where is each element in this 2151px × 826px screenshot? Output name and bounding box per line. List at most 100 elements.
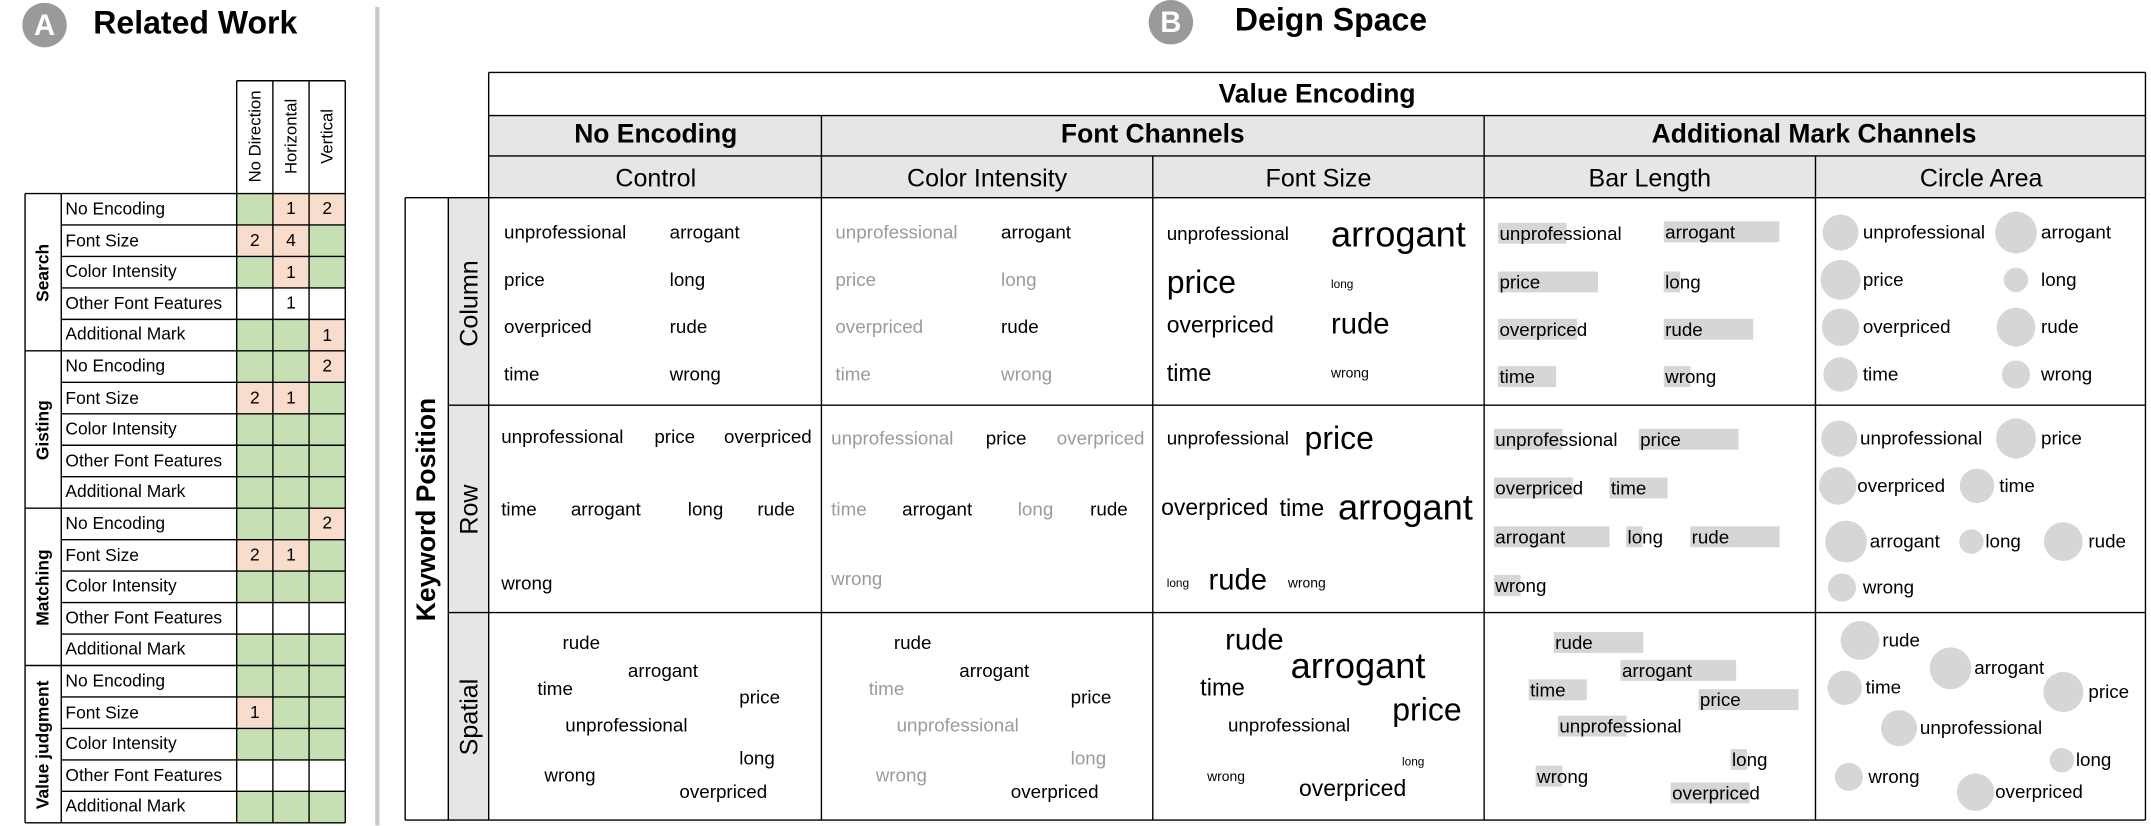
related-work-cell-fill [272, 445, 310, 477]
keyword-long: long [1330, 276, 1354, 291]
related-work-cell-fill [272, 382, 310, 414]
related-work-cell-search-horizontal: 1 [286, 293, 296, 314]
keyword-overpriced: overpriced [723, 426, 812, 448]
keyword-arrogant: arrogant [1621, 660, 1692, 682]
keyword-rude: rude [2041, 316, 2079, 338]
related-work-cell-fill [309, 256, 346, 288]
encoding-circle-area: Circle Area [1919, 164, 2043, 193]
bar-price [1698, 689, 1799, 711]
related-work-cell-fill [272, 602, 310, 635]
related-work-cell-fill [272, 256, 310, 288]
related-work-cell-fill [309, 634, 346, 666]
keyword-arrogant: arrogant [1974, 657, 2045, 679]
bar-long [1663, 271, 1681, 293]
related-work-cell-fill [309, 287, 346, 320]
bar-price [1498, 271, 1598, 293]
related-work-cell-fill [236, 728, 273, 760]
related-work-cell-fill [309, 728, 346, 760]
bar-time [1528, 679, 1587, 701]
related-work-cell-fill [272, 634, 310, 666]
keyword-price: price [835, 269, 877, 290]
section-a-title: Related Work [93, 4, 298, 41]
related-work-row-label: Other Font Features [65, 293, 223, 313]
encoding-color-intensity: Color Intensity [907, 164, 1068, 193]
related-work-cell-fill [309, 413, 346, 446]
category-additional-mark-channels: Additional Mark Channels [1651, 120, 1977, 150]
keyword-arrogant: arrogant [2041, 221, 2112, 243]
circle-long [1959, 529, 1984, 554]
related-work-row-label: Additional Mark [65, 482, 186, 502]
keyword-unprofessional: unprofessional [1166, 427, 1289, 449]
related-work-task-gisting: Gisting [33, 399, 53, 460]
keyword-wrong: wrong [1330, 366, 1369, 382]
related-work-cell-search-horizontal: 4 [286, 230, 296, 251]
keyword-arrogant: arrogant [959, 660, 1030, 682]
section-b-badge: B [1148, 0, 1194, 45]
related-work-row-label: Other Font Features [65, 608, 223, 628]
keyword-unprofessional: unprofessional [1862, 221, 1986, 243]
related-work-task-matching: Matching [33, 548, 53, 626]
bar-arrogant [1493, 526, 1610, 548]
keyword-unprofessional: unprofessional [1499, 223, 1622, 244]
keyword-time: time [831, 498, 867, 520]
related-work-cell-fill [236, 571, 273, 603]
related-work-cell-fill [309, 445, 346, 477]
keyword-long: long [1731, 749, 1768, 771]
encoding-bar-length: Bar Length [1588, 164, 1712, 193]
keyword-wrong: wrong [1868, 766, 1920, 787]
keyword-long: long [1627, 526, 1664, 548]
related-work-row-label: No Encoding [65, 356, 166, 376]
related-work-row-label: Additional Mark [65, 796, 186, 817]
circle-price [1995, 418, 2036, 459]
related-work-row-label: No Encoding [65, 199, 166, 219]
keyword-wrong: wrong [1665, 366, 1717, 388]
related-work-cell-fill [272, 193, 310, 225]
related-work-row-label: Additional Mark [65, 639, 186, 660]
bar-wrong [1663, 366, 1691, 388]
related-work-cell-fill [236, 508, 273, 540]
keyword-overpriced: overpriced [1995, 781, 2083, 803]
related-work-cell-fill [236, 634, 273, 666]
keyword-overpriced: overpriced [1056, 427, 1145, 449]
keyword-arrogant: arrogant [1665, 221, 1736, 243]
encoding-control: Control [615, 164, 697, 193]
circle-arrogant [1825, 520, 1868, 563]
circle-overpriced [1956, 773, 1995, 811]
keyword-rude: rude [1208, 564, 1267, 597]
keyword-arrogant: arrogant [627, 660, 698, 682]
related-work-row-label: Color Intensity [65, 733, 177, 754]
related-work-cell-fill [309, 665, 346, 697]
circle-arrogant [1929, 647, 1972, 690]
circle-long [2049, 747, 2075, 773]
keyword-price: price [1070, 686, 1112, 708]
circle-long [2003, 267, 2029, 293]
related-work-row-label: Color Intensity [65, 419, 177, 439]
related-work-cell-fill [236, 350, 273, 383]
related-work-cell-fill [309, 350, 346, 383]
keyword-overpriced: overpriced [503, 316, 592, 338]
related-work-cell-fill [309, 319, 346, 351]
related-work-cell-fill [272, 791, 310, 823]
related-work-cell-fill [236, 696, 273, 729]
keyword-price: price [1499, 271, 1541, 293]
related-work-row-label: Additional Mark [65, 324, 186, 345]
position-spatial: Spatial [455, 678, 484, 756]
related-work-cell-matching-vertical: 2 [322, 513, 333, 534]
circle-price [2043, 671, 2084, 712]
position-row: Row [455, 484, 484, 535]
bar-wrong [1493, 574, 1521, 596]
keyword-rude: rude [2088, 530, 2127, 552]
related-work-cell-fill [309, 539, 346, 572]
keyword-rude: rude [757, 498, 796, 520]
keyword-overpriced: overpriced [1499, 319, 1588, 341]
related-work-cell-search-vertical: 2 [322, 199, 333, 219]
keyword-price: price [2041, 427, 2082, 449]
circle-unprofessional [1821, 420, 1858, 457]
related-work-cell-fill [236, 256, 273, 288]
keyword-wrong: wrong [1495, 575, 1547, 597]
keyword-long: long [1070, 747, 1107, 769]
related-work-cell-fill [272, 287, 310, 320]
keyword-unprofessional: unprofessional [1227, 714, 1351, 736]
keyword-time: time [1999, 475, 2035, 496]
keyword-overpriced: overpriced [835, 316, 924, 338]
